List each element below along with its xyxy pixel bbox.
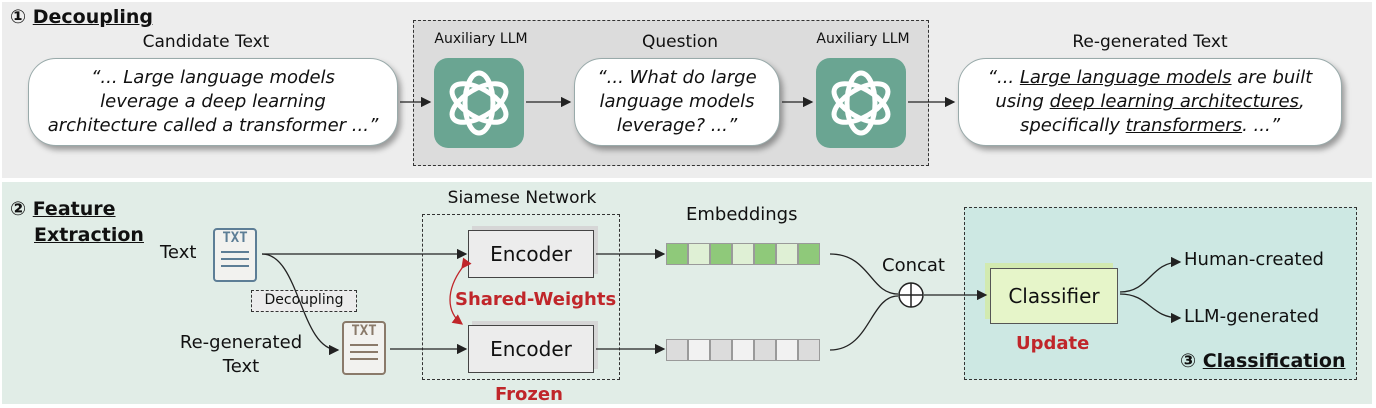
embedding-vector-top xyxy=(666,243,820,265)
embedding-cell xyxy=(754,243,776,265)
regenerated-text-bubble: “... Large language models are built usi… xyxy=(958,58,1342,146)
concat-operator-icon xyxy=(898,282,924,308)
candidate-line-3: architecture called a transformer ...” xyxy=(47,115,379,136)
output-llm-generated: LLM-generated xyxy=(1184,306,1320,327)
regenerated-line-3: specifically transformers. ...” xyxy=(1019,115,1281,136)
question-header: Question xyxy=(641,32,719,52)
section-3-label: Classification xyxy=(1202,350,1346,372)
regenerated-text-label: Re-generated Text xyxy=(176,331,306,379)
arrow-classifier-to-llm xyxy=(1119,293,1182,324)
regenerated-label-line-1: Re-generated xyxy=(179,332,303,353)
embedding-cell xyxy=(776,243,798,265)
candidate-text-bubble: “... Large language models leverage a de… xyxy=(28,58,398,146)
embedding-vector-bottom xyxy=(666,339,820,361)
embedding-cell xyxy=(798,339,820,361)
embedding-cell xyxy=(798,243,820,265)
update-label: Update xyxy=(1016,333,1090,354)
candidate-line-1: “... Large language models xyxy=(91,67,335,88)
embedding-cell xyxy=(688,243,710,265)
siamese-network-box xyxy=(422,214,620,380)
embedding-cell xyxy=(666,339,688,361)
arrow-text-to-regenerated xyxy=(261,253,340,356)
section-2-label-line-1: Feature xyxy=(32,198,116,220)
aux-llm-label-2: Auxiliary LLM xyxy=(816,31,910,47)
regenerated-line-2: using deep learning architectures, xyxy=(995,91,1305,112)
embedding-cell xyxy=(710,243,732,265)
embedding-cell xyxy=(732,243,754,265)
encoder-top: Encoder xyxy=(468,230,594,278)
arrow-embedding-bottom-to-concat xyxy=(829,295,899,351)
output-human-created: Human-created xyxy=(1184,249,1324,270)
shared-weights-label: Shared-Weights xyxy=(455,289,617,310)
regenerated-line-1: “... Large language models are built xyxy=(987,67,1313,88)
concat-label: Concat xyxy=(882,255,945,276)
embedding-cell xyxy=(688,339,710,361)
embedding-cell xyxy=(732,339,754,361)
question-bubble: “... What do large language models lever… xyxy=(574,58,780,146)
aux-llm-label-1: Auxiliary LLM xyxy=(434,31,528,47)
arrow-embedding-top-to-concat xyxy=(829,253,899,295)
text-label: Text xyxy=(160,242,197,263)
text-document-icon: TXT xyxy=(213,228,257,282)
regenerated-text-header: Re-generated Text xyxy=(1072,32,1228,52)
section-2-label-line-2: Extraction xyxy=(34,224,144,246)
text-icon-caption: TXT xyxy=(222,230,248,246)
candidate-text-header: Candidate Text xyxy=(142,32,270,52)
section-1-number: ① xyxy=(10,6,27,28)
encoder-bottom: Encoder xyxy=(468,325,594,373)
frozen-label: Frozen xyxy=(495,384,563,405)
classifier-block: Classifier xyxy=(990,268,1118,324)
embeddings-label: Embeddings xyxy=(686,204,798,225)
candidate-line-2: leverage a deep learning xyxy=(100,91,326,112)
section-1-title: ① Decoupling xyxy=(10,6,153,28)
embedding-cell xyxy=(776,339,798,361)
embedding-cell xyxy=(666,243,688,265)
regenerated-label-line-2: Text xyxy=(222,356,260,377)
section-2-title: ② Feature Extraction xyxy=(10,196,144,248)
question-line-1: “... What do large xyxy=(597,67,757,88)
llm-logo-icon xyxy=(816,58,906,148)
question-line-2: language models xyxy=(599,91,755,112)
section-3-number: ③ xyxy=(1180,350,1197,372)
embedding-cell xyxy=(754,339,776,361)
question-line-3: leverage? ...” xyxy=(616,115,738,136)
regenerated-icon-caption: TXT xyxy=(351,323,377,339)
section-3-title: ③ Classification xyxy=(1180,350,1345,372)
arrow-classifier-to-human xyxy=(1119,256,1182,293)
siamese-network-label: Siamese Network xyxy=(447,188,597,208)
shared-weights-arc xyxy=(449,257,472,325)
section-2-number: ② xyxy=(10,198,27,220)
regenerated-document-icon: TXT xyxy=(342,321,386,375)
llm-logo-icon xyxy=(434,58,524,148)
section-1-label: Decoupling xyxy=(32,6,153,28)
embedding-cell xyxy=(710,339,732,361)
